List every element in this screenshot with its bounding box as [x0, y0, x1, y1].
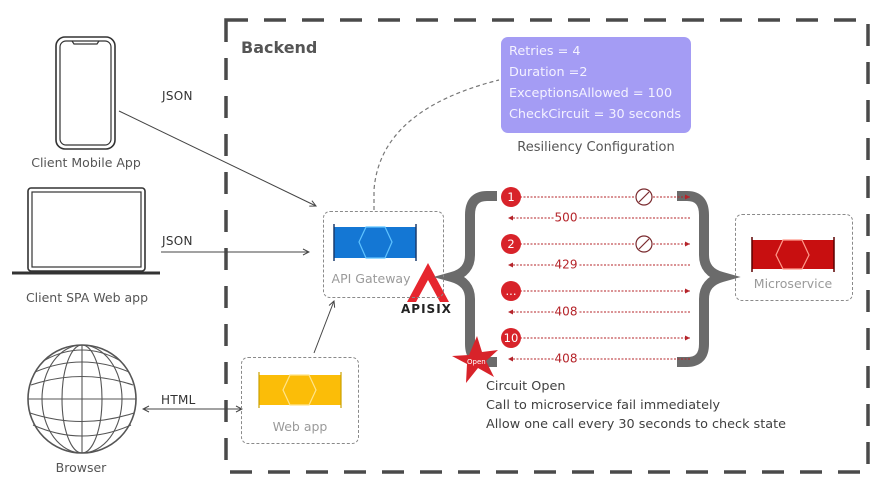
- web-app-label: Web app: [272, 419, 328, 434]
- web-app-box[interactable]: [241, 357, 359, 444]
- left-brace: [433, 191, 497, 367]
- config-check-circuit: CheckCircuit = 30 seconds: [509, 107, 682, 122]
- config-exceptions-allowed: ExceptionsAllowed = 100: [509, 86, 673, 101]
- config-connector: [373, 79, 500, 210]
- browser-label: Browser: [55, 460, 107, 475]
- mobile-to-gateway-arrow: [118, 110, 316, 206]
- smartphone-icon: [55, 36, 116, 150]
- response-code: 408: [553, 351, 579, 366]
- api-gateway-component-icon: [333, 224, 417, 261]
- microservice-label: Microservice: [753, 276, 833, 291]
- circuit-status-title: Circuit Open: [486, 379, 566, 394]
- response-code: 429: [553, 257, 579, 272]
- blocked-icon: [635, 235, 653, 253]
- web-app-component-icon: [258, 372, 342, 408]
- call-badge: ...: [501, 281, 521, 301]
- config-retries: Retries = 4: [509, 44, 581, 59]
- right-brace: [677, 191, 741, 367]
- call-rows: [508, 188, 690, 362]
- microservice-component-icon: [751, 237, 835, 272]
- api-gateway-label: API Gateway: [331, 271, 411, 286]
- resiliency-config-caption: Resiliency Configuration: [517, 140, 675, 155]
- spa-protocol-label: JSON: [162, 234, 193, 248]
- config-duration: Duration =2: [509, 65, 588, 80]
- browser-protocol-label: HTML: [161, 393, 196, 407]
- call-badge: 2: [501, 234, 521, 254]
- apisix-brand-label: APISIX: [401, 302, 452, 316]
- response-code: 408: [553, 304, 579, 319]
- open-badge-label: Open: [467, 358, 486, 366]
- resiliency-config-box: Retries = 4 Duration =2 ExceptionsAllowe…: [501, 37, 691, 133]
- response-code: 500: [553, 210, 579, 225]
- laptop-icon: [12, 187, 160, 275]
- backend-boundary: [224, 18, 870, 474]
- circuit-status-detail-2: Allow one call every 30 seconds to check…: [486, 417, 786, 432]
- webapp-to-gateway-arrow: [313, 301, 334, 354]
- call-badge: 10: [501, 328, 521, 348]
- circuit-status-detail-1: Call to microservice fail immediately: [486, 398, 721, 413]
- call-badge: 1: [501, 187, 521, 207]
- mobile-protocol-label: JSON: [162, 89, 193, 103]
- api-gateway-box[interactable]: [323, 211, 444, 298]
- backend-title: Backend: [241, 38, 318, 57]
- client-mobile-label: Client Mobile App: [31, 155, 141, 170]
- microservice-box[interactable]: [735, 214, 853, 301]
- globe-icon: [27, 344, 137, 454]
- open-star-icon: [452, 336, 498, 383]
- blocked-icon: [635, 188, 653, 206]
- client-spa-label: Client SPA Web app: [25, 290, 149, 305]
